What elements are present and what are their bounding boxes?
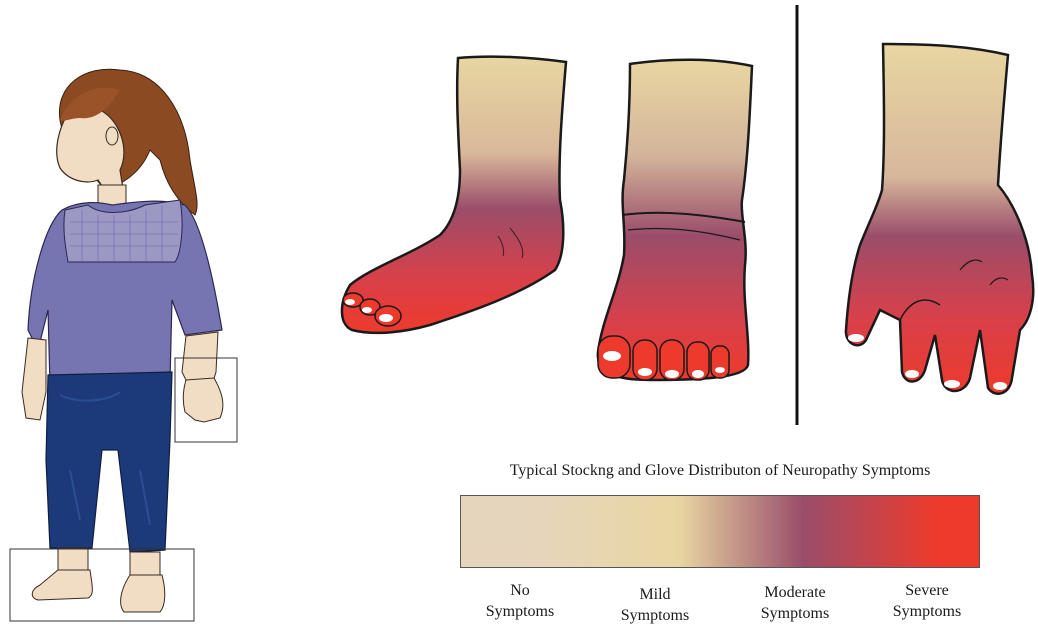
child-figure [10, 69, 237, 621]
foot-side-view [342, 57, 566, 333]
left-foot [32, 570, 92, 600]
foot-side-shape [342, 57, 566, 333]
legend-label-severe: Severe Symptoms [872, 580, 982, 622]
legend-label-moderate: Moderate Symptoms [740, 582, 850, 624]
jeans [46, 372, 172, 552]
legend-title: Typical Stockng and Glove Distributon of… [440, 462, 1000, 480]
legend-label-none: No Symptoms [470, 580, 570, 622]
face [57, 110, 124, 195]
fingernail [848, 334, 864, 342]
fingernail [993, 382, 1007, 390]
severity-gradient-bar [460, 495, 980, 568]
toenail [345, 299, 355, 305]
ear [106, 127, 118, 145]
left-forearm [22, 338, 46, 420]
fingernail [905, 370, 919, 378]
legend-label-mild: Mild Symptoms [605, 584, 705, 626]
feet-highlight-box [10, 549, 194, 621]
right-foot [121, 575, 165, 612]
hand-view [846, 44, 1033, 394]
right-hand [183, 378, 223, 422]
foot-front-view [598, 60, 752, 380]
toenail [665, 370, 679, 378]
toe [711, 346, 729, 378]
toenail [692, 370, 704, 378]
toenail [638, 368, 652, 376]
fingernail [944, 380, 960, 388]
hand-shape [846, 44, 1033, 394]
toenail [379, 314, 393, 322]
toenail [715, 367, 725, 373]
toenail [603, 351, 621, 361]
toenail [362, 307, 372, 313]
